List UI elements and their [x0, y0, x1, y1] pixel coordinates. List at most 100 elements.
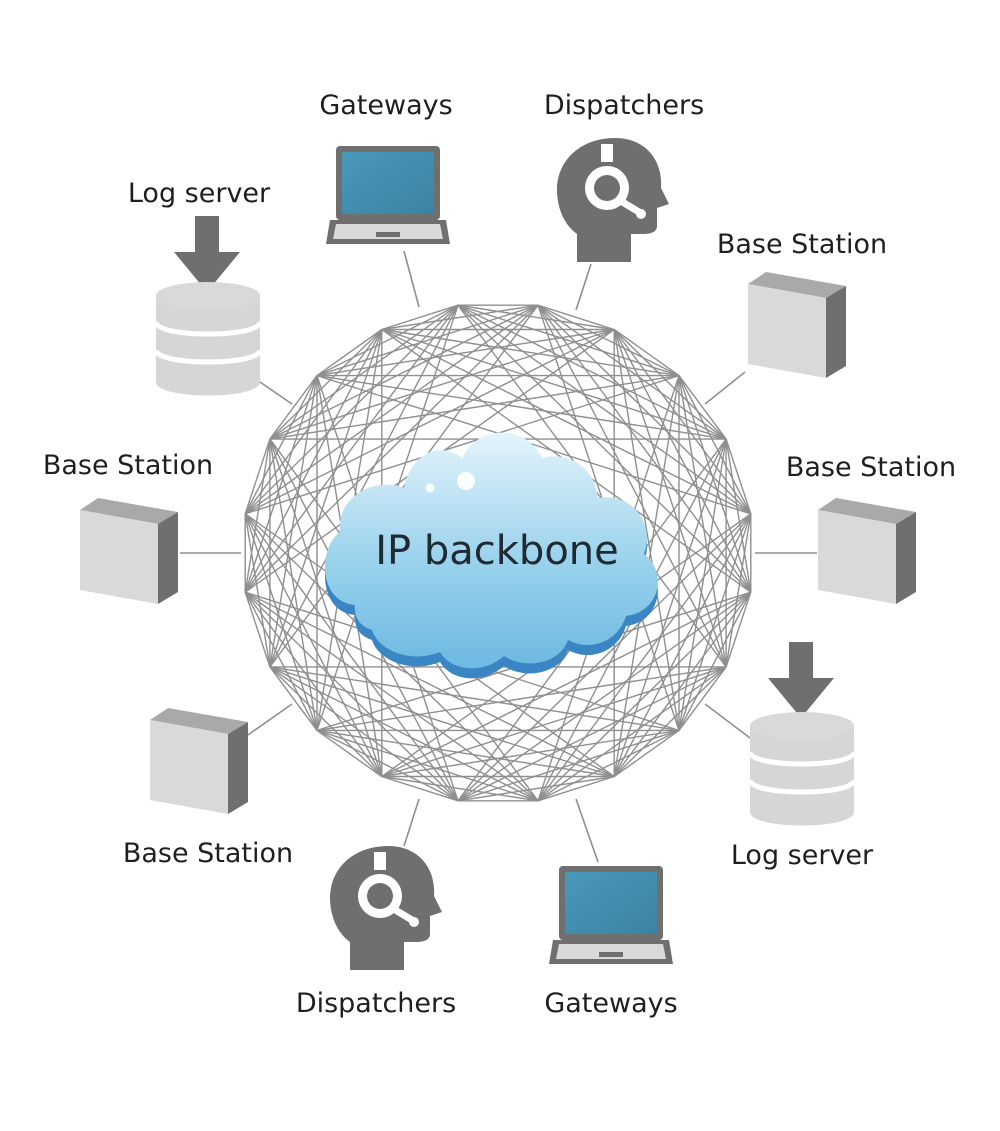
mesh-link — [678, 666, 727, 731]
mesh-link — [244, 438, 271, 515]
mesh-link — [457, 304, 727, 440]
mesh-link — [678, 375, 752, 593]
mesh-link — [613, 329, 727, 668]
mesh-link — [244, 375, 318, 515]
mesh-link — [725, 591, 752, 668]
node-label: Dispatchers — [544, 90, 704, 121]
mesh-link — [381, 775, 459, 802]
mesh-link — [316, 374, 727, 440]
mesh-link — [613, 666, 727, 778]
mesh-link — [244, 329, 383, 515]
mesh-link — [244, 513, 459, 802]
down-arrow-icon — [768, 642, 834, 718]
mesh-link — [244, 304, 459, 515]
mesh-link — [457, 591, 752, 802]
mesh-link — [678, 375, 727, 668]
mesh-link — [269, 304, 539, 440]
mesh-link — [381, 304, 539, 331]
node-label: Dispatchers — [296, 988, 456, 1019]
mesh-link — [457, 304, 752, 515]
node-base-station-lower-left: Base Station — [123, 708, 293, 869]
mesh-link — [537, 304, 752, 515]
mesh-link — [244, 591, 383, 777]
mesh-link — [381, 775, 539, 802]
mesh-link — [244, 328, 615, 515]
node-label: Base Station — [717, 229, 887, 260]
mesh-link — [316, 729, 615, 778]
mesh-link — [537, 729, 680, 802]
mesh-link — [537, 304, 680, 377]
node-label: Base Station — [43, 450, 213, 481]
laptop-icon — [549, 866, 673, 964]
mesh-link — [244, 591, 459, 802]
mesh-link — [537, 513, 752, 802]
mesh-link — [381, 591, 752, 778]
mesh-link — [678, 375, 727, 440]
mesh-link — [613, 591, 752, 777]
node-label: Log server — [731, 840, 874, 871]
mesh-link — [613, 329, 752, 593]
mesh-link — [537, 304, 727, 440]
mesh-link — [537, 304, 727, 668]
node-base-station-left: Base Station — [43, 450, 213, 604]
node-log-server-left: Log server — [128, 178, 271, 396]
mesh-link — [269, 328, 615, 440]
mesh-link — [244, 304, 539, 593]
server-icon — [80, 498, 178, 604]
headset-icon — [557, 138, 669, 262]
mesh-link — [381, 666, 727, 778]
mesh-link — [244, 591, 615, 778]
mesh-link — [269, 329, 383, 668]
mesh-link — [678, 591, 752, 731]
node-base-station-upper-right: Base Station — [717, 229, 887, 378]
node-label: Base Station — [123, 838, 293, 869]
mesh-link — [244, 513, 271, 668]
mesh-link — [725, 438, 752, 515]
mesh-link — [244, 304, 459, 593]
mesh-link — [537, 591, 752, 802]
mesh-link — [244, 329, 383, 593]
mesh-link — [613, 329, 680, 731]
server-icon — [748, 272, 846, 378]
node-base-station-right: Base Station — [786, 452, 956, 604]
mesh-link — [457, 304, 615, 331]
mesh-link — [613, 328, 727, 440]
laptop-icon — [326, 146, 450, 244]
node-label: Gateways — [544, 988, 677, 1019]
node-dispatchers-top: Dispatchers — [544, 90, 704, 262]
mesh-link — [537, 304, 615, 331]
mesh-link — [381, 328, 680, 377]
mesh-link — [678, 513, 752, 731]
node-label: Gateways — [319, 90, 452, 121]
mesh-link — [316, 729, 383, 778]
mesh-link — [613, 729, 680, 778]
mesh-link — [269, 374, 680, 440]
mesh-link — [613, 328, 680, 377]
mesh-link — [678, 438, 727, 731]
mesh-link — [457, 513, 752, 802]
mesh-link — [457, 775, 615, 802]
node-label: Log server — [128, 178, 271, 209]
node-gateways-bottom: Gateways — [544, 866, 678, 1019]
cloud-label: IP backbone — [375, 528, 619, 574]
mesh-link — [725, 438, 752, 593]
mesh-link — [269, 375, 318, 668]
mesh-link — [316, 666, 727, 732]
mesh-link — [537, 775, 615, 802]
mesh-link — [269, 304, 459, 440]
mesh-link — [269, 666, 680, 732]
down-arrow-icon — [174, 216, 240, 292]
mesh-link — [269, 666, 383, 778]
node-label: Base Station — [786, 452, 956, 483]
mesh-link — [457, 304, 680, 377]
mesh-link — [269, 666, 539, 802]
server-icon — [818, 498, 916, 604]
mesh-link — [316, 729, 539, 802]
headset-icon — [330, 846, 442, 970]
mesh-link — [381, 729, 680, 778]
mesh-link — [244, 591, 271, 668]
mesh-link — [457, 304, 752, 593]
mesh-link — [269, 666, 615, 778]
mesh-link — [316, 304, 459, 377]
